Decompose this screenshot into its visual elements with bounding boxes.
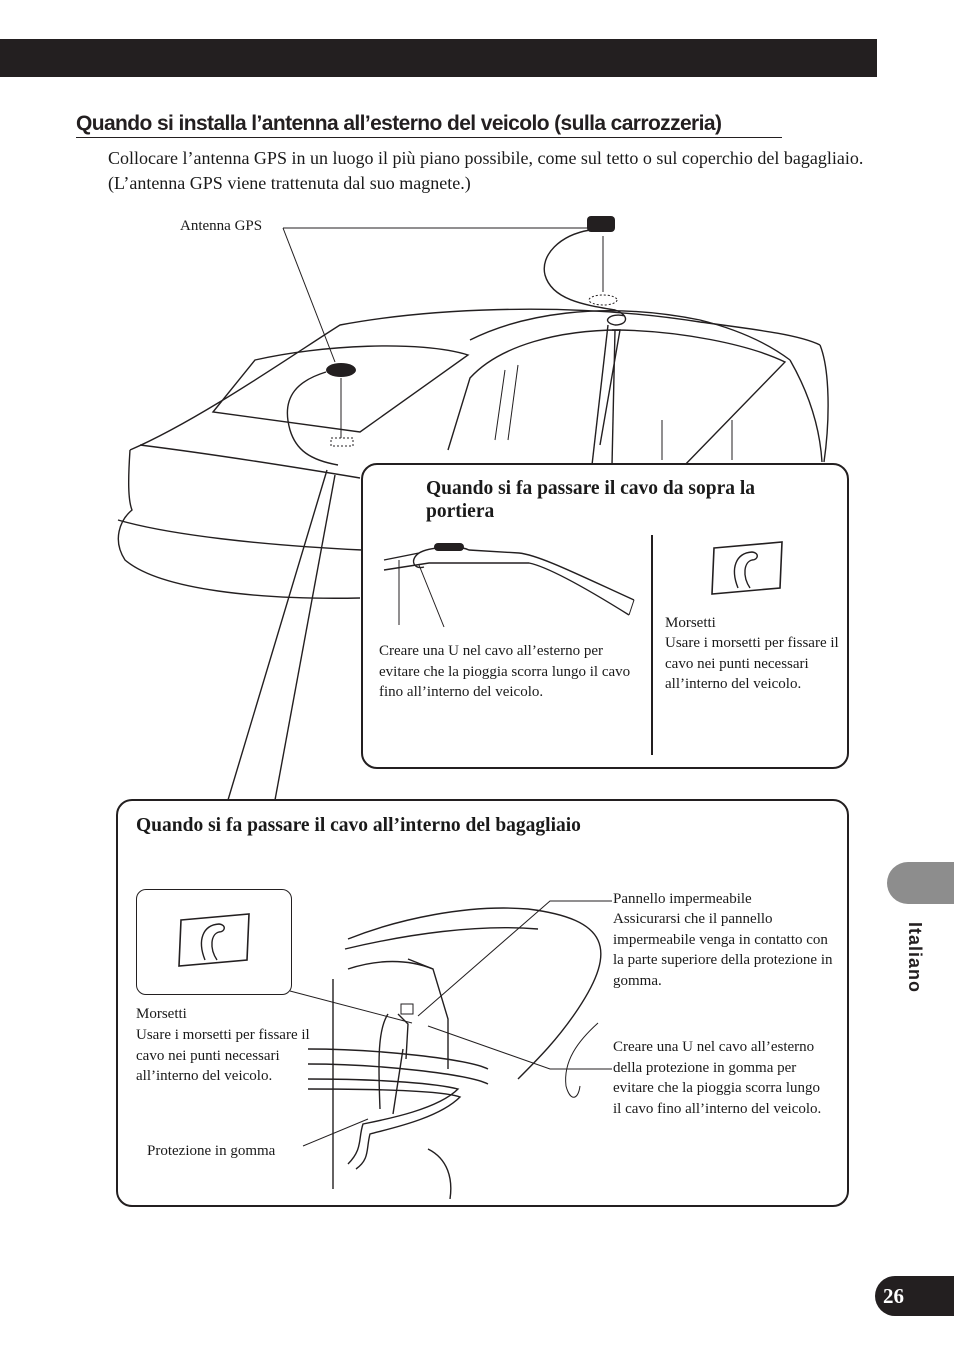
- door-clip-icon: [711, 541, 783, 595]
- antenna-gps-label: Antenna GPS: [180, 218, 263, 234]
- door-clips-text: Usare i morsetti per fissare il cavo nei…: [665, 635, 839, 692]
- car-illustration: [117, 216, 829, 800]
- language-label: Italiano: [905, 922, 925, 994]
- door-clips-title: Morsetti: [665, 615, 716, 631]
- door-divider: [651, 535, 653, 755]
- trunk-u-text: Creare una U nel cavo all’esterno della …: [613, 1039, 822, 1117]
- rubber-protection-label: Protezione in gomma: [147, 1143, 276, 1159]
- panel-title: Pannello impermeabile: [613, 891, 752, 907]
- header-bar: [0, 39, 877, 77]
- language-tab: [887, 862, 954, 904]
- intro-paragraph: Collocare l’antenna GPS in un luogo il p…: [108, 148, 864, 193]
- trunk-routing-box: Quando si fa passare il cavo all’interno…: [116, 799, 849, 1207]
- section-title: Quando si installa l’antenna all’esterno…: [76, 112, 782, 138]
- trunk-illustration: [307, 907, 602, 1199]
- door-routing-box: Quando si fa passare il cavo da sopra la…: [361, 463, 849, 769]
- door-cable-illustration: [383, 543, 635, 628]
- trunk-clip-icon: [178, 913, 250, 967]
- trunk-routing-title: Quando si fa passare il cavo all’interno…: [136, 815, 581, 836]
- trunk-leader-lines: [289, 900, 612, 1147]
- panel-text: Assicurarsi che il pannello impermeabile…: [613, 911, 833, 989]
- trunk-clips-title: Morsetti: [136, 1006, 187, 1022]
- trunk-clips-text: Usare i morsetti per fissare il cavo nei…: [136, 1027, 310, 1084]
- page-number: 26: [875, 1276, 954, 1316]
- trunk-clip-frame: [136, 889, 292, 995]
- door-u-text: Creare una U nel cavo all’esterno per ev…: [379, 643, 631, 700]
- door-routing-title: Quando si fa passare il cavo da sopra la…: [426, 478, 756, 522]
